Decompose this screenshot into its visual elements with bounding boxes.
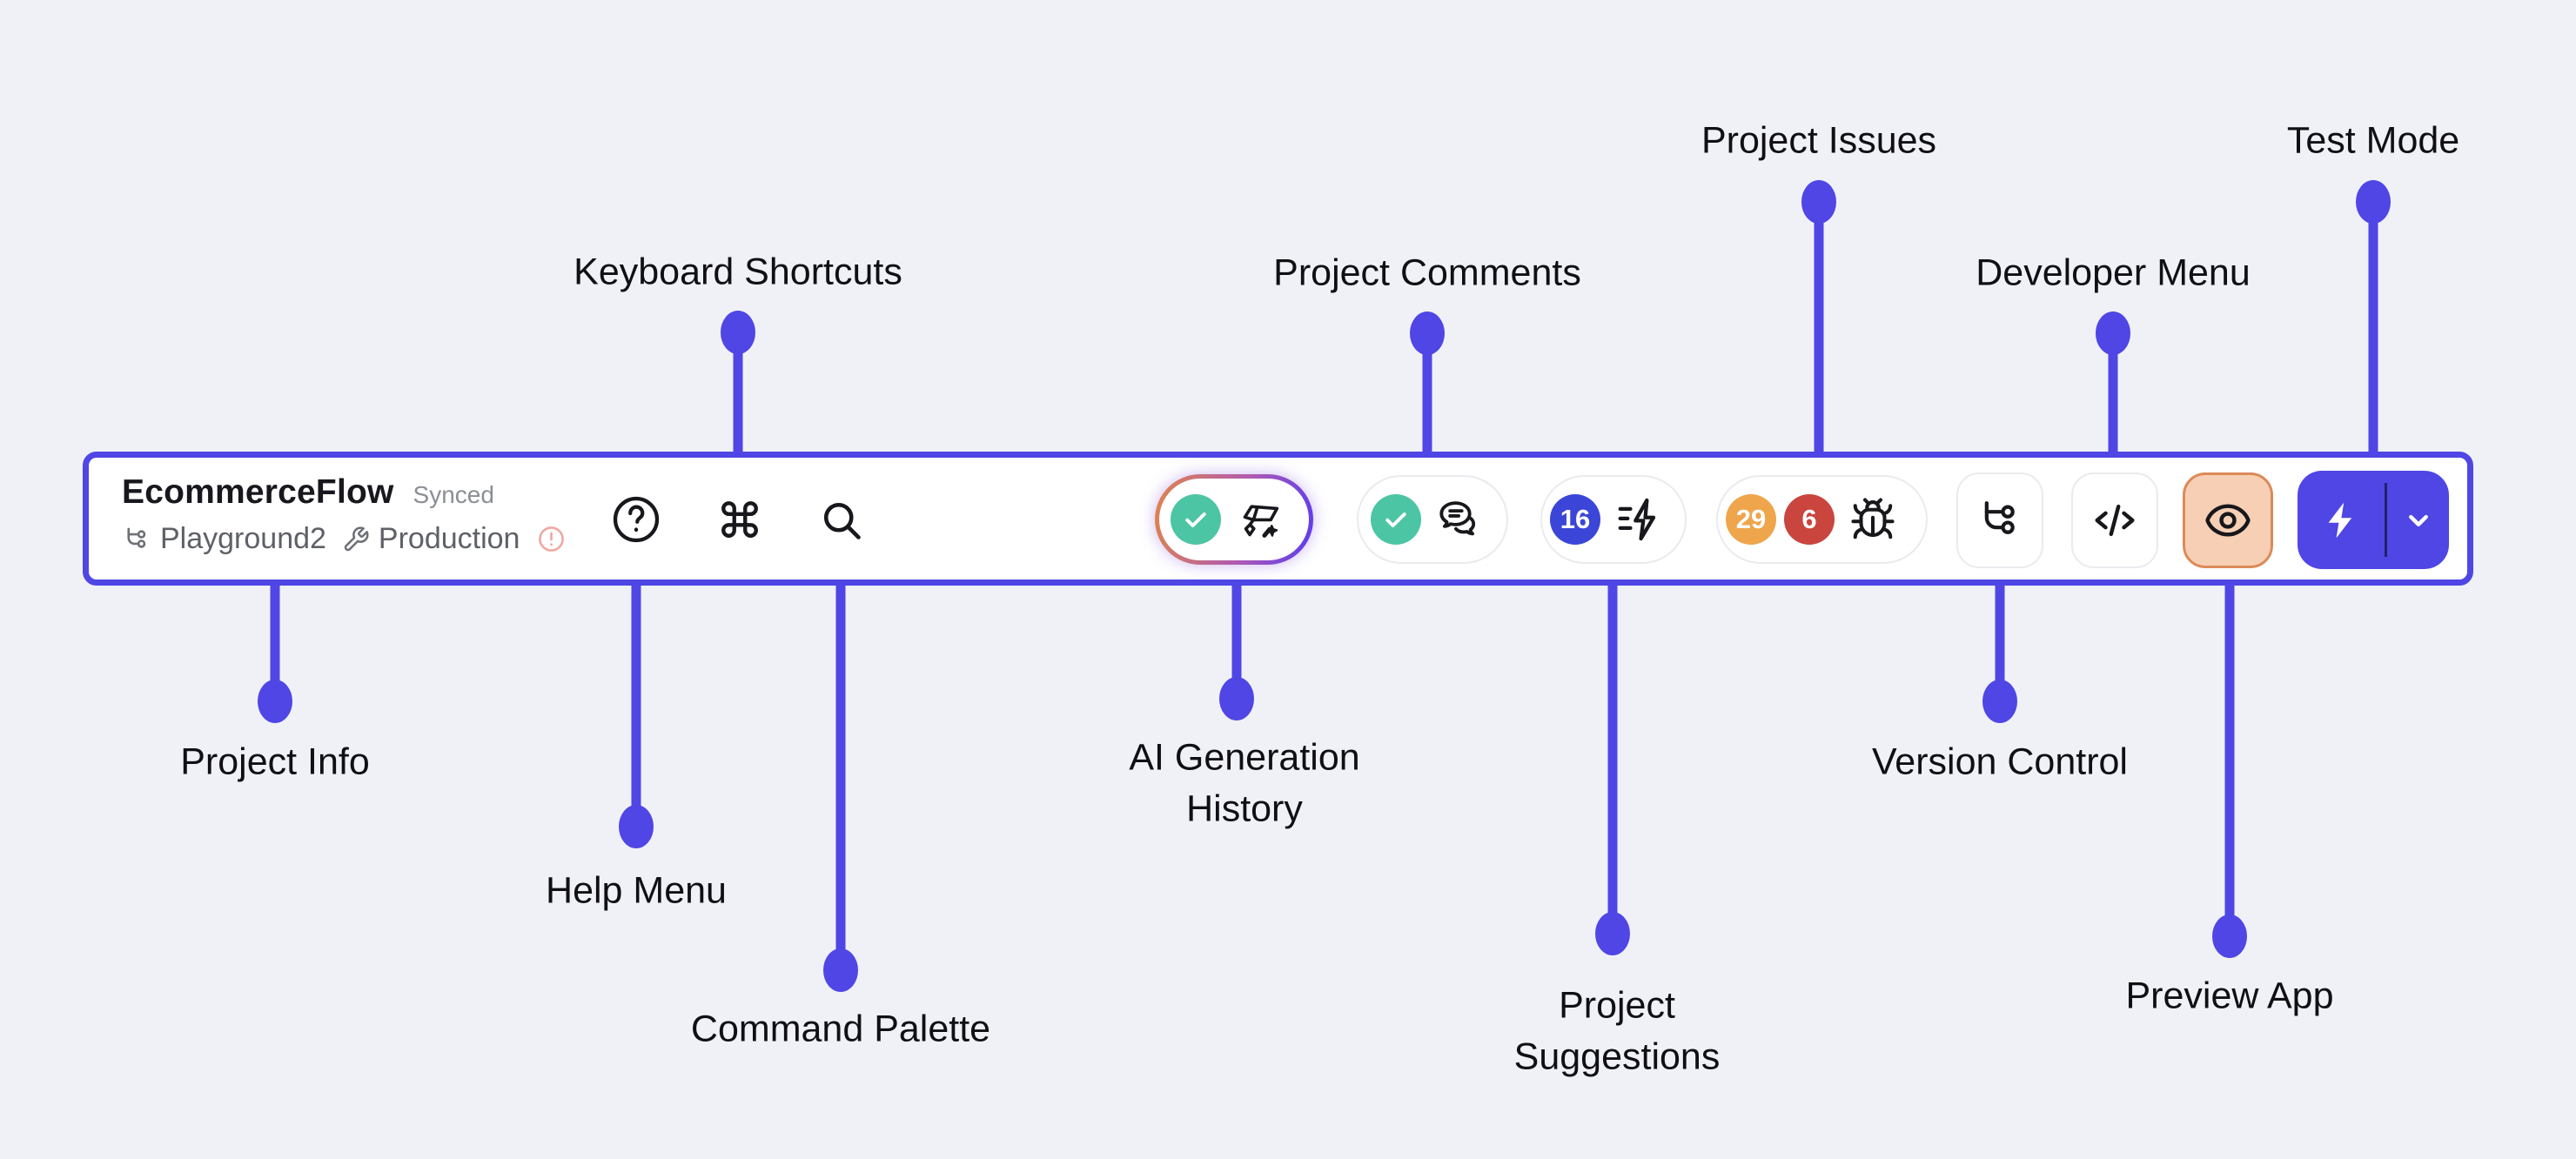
project-issues-button[interactable]: 29 6 (1716, 475, 1928, 564)
callout-label-ai-generation-history: AI Generation History (1129, 736, 1360, 830)
suggestions-count-badge: 16 (1550, 494, 1600, 545)
check-circle-icon (1371, 494, 1421, 545)
ai-generation-history-button[interactable] (1155, 474, 1313, 565)
chevron-down-icon[interactable] (2387, 471, 2449, 569)
project-toolbar: EcommerceFlow Synced Playground2 Product… (83, 452, 2473, 586)
test-mode-button[interactable] (2298, 471, 2449, 569)
callout-line (1607, 582, 1618, 934)
code-icon (2090, 496, 2139, 545)
callout-label-developer-menu: Developer Menu (1976, 251, 2251, 294)
callout-dot (823, 948, 858, 992)
issues-open-badge: 29 (1726, 494, 1776, 545)
git-branch-icon (122, 525, 151, 554)
callout-label-project-issues: Project Issues (1701, 119, 1937, 162)
help-button[interactable] (609, 492, 663, 546)
callout-line (2368, 202, 2378, 455)
alert-circle-icon (537, 525, 566, 553)
developer-menu-button[interactable] (2071, 472, 2158, 568)
chat-bubbles-icon (1436, 496, 1483, 543)
callout-dot (1410, 312, 1445, 355)
callout-label-project-suggestions: Project Suggestions (1513, 984, 1721, 1078)
callout-dot (258, 680, 292, 723)
project-comments-button[interactable] (1357, 475, 1508, 564)
callout-line (2108, 333, 2118, 455)
command-palette-button[interactable] (818, 497, 865, 544)
keyboard-shortcuts-button[interactable] (717, 497, 762, 542)
callout-label-project-info: Project Info (180, 740, 370, 783)
check-circle-icon (1171, 494, 1221, 545)
callout-line (1995, 582, 2005, 701)
callout-label-project-comments: Project Comments (1273, 251, 1581, 294)
callout-dot (2356, 180, 2391, 224)
callout-line (631, 582, 641, 827)
button-divider (2385, 483, 2387, 557)
command-icon (718, 498, 761, 541)
callout-label-help-menu: Help Menu (546, 869, 727, 912)
wrench-icon (342, 526, 370, 553)
lightning-bolt-icon[interactable] (2298, 471, 2385, 569)
callout-line (1422, 333, 1432, 455)
bug-icon (1849, 496, 1896, 543)
project-environment: Production (378, 522, 520, 555)
callout-label-test-mode: Test Mode (2286, 119, 2460, 162)
callout-dot (1595, 912, 1630, 955)
project-name: EcommerceFlow (122, 473, 394, 511)
callout-dot (2096, 312, 2130, 355)
git-branch-icon (1976, 496, 2024, 545)
project-suggestions-button[interactable]: 16 (1540, 475, 1687, 564)
ai-wand-sparkle-icon (1237, 496, 1284, 543)
callout-dot (1219, 677, 1254, 720)
callout-line (2224, 582, 2235, 936)
project-branch: Playground2 (160, 522, 326, 555)
callout-line (733, 332, 743, 455)
issues-critical-badge: 6 (1784, 494, 1835, 545)
callout-line (270, 582, 280, 701)
callout-dot (1801, 180, 1836, 224)
help-circle-icon (610, 493, 662, 546)
version-control-button[interactable] (1956, 472, 2043, 568)
callout-line (1231, 582, 1242, 699)
list-zap-icon (1614, 496, 1661, 543)
project-info[interactable]: EcommerceFlow Synced Playground2 Product… (122, 473, 566, 556)
callout-label-keyboard-shortcuts: Keyboard Shortcuts (574, 251, 902, 293)
callout-line (1814, 202, 1824, 455)
callout-dot (721, 311, 755, 354)
search-icon (819, 498, 864, 543)
callout-dot (619, 805, 654, 848)
callout-dot (1982, 680, 2017, 723)
eye-icon (2204, 496, 2252, 545)
callout-line (835, 582, 846, 970)
callout-label-version-control: Version Control (1872, 740, 2128, 783)
sync-status: Synced (413, 481, 494, 508)
preview-app-button[interactable] (2183, 472, 2273, 568)
callout-label-command-palette: Command Palette (690, 1008, 991, 1050)
callout-label-preview-app: Preview App (2125, 975, 2334, 1017)
callout-dot (2212, 914, 2247, 958)
